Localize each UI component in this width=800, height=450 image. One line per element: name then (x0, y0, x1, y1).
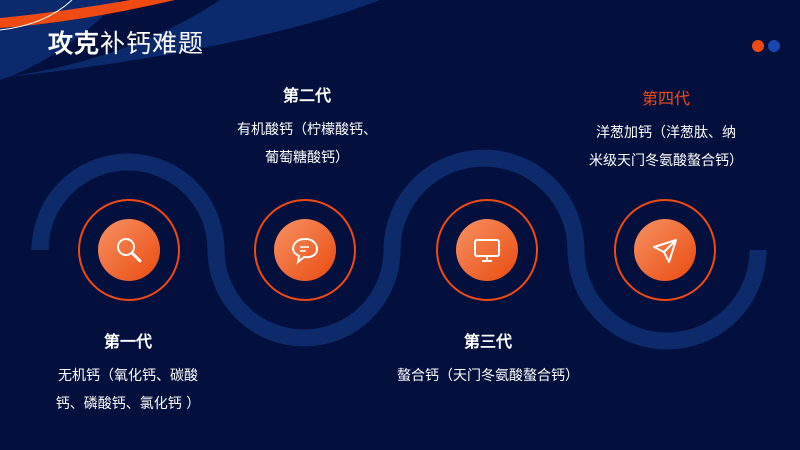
gen4-label: 第四代 (641, 89, 690, 108)
chat-bubble-icon (291, 237, 319, 265)
gen1-label: 第一代 (103, 332, 152, 351)
search-icon (117, 238, 142, 263)
gen3-label: 第三代 (463, 332, 512, 351)
gen2-label: 第二代 (282, 86, 331, 105)
gen4-text: 第四代 洋葱加钙（洋葱肽、纳米级天门冬氨酸螯合钙） (566, 85, 766, 175)
gen4-desc-line2: 米级天门冬氨酸螯合钙） (589, 153, 743, 169)
gen2-node (254, 199, 356, 301)
gen3-text: 第三代 螯合钙（天门冬氨酸螯合钙） (368, 328, 608, 390)
corner-orange-stripe (0, 0, 175, 28)
decorative-dots (752, 40, 780, 52)
gen1-text: 第一代 无机钙（氧化钙、碳酸钙、磷酸钙、氯化钙 ） (28, 328, 228, 418)
gen1-desc-line2: 钙、磷酸钙、氯化钙 ） (55, 396, 201, 412)
gen2-text: 第二代 有机酸钙（柠檬酸钙、葡萄糖酸钙） (207, 82, 407, 172)
gen4-node (614, 199, 716, 301)
gen2-desc-line1: 有机酸钙（柠檬酸钙、 (237, 122, 377, 138)
orange-dot (752, 40, 764, 52)
blue-dot (768, 40, 780, 52)
paper-plane-icon (653, 239, 677, 263)
gen3-desc-line1: 螯合钙（天门冬氨酸螯合钙） (397, 368, 579, 384)
gen4-desc-line1: 洋葱加钙（洋葱肽、纳 (596, 125, 736, 141)
corner-white-line (0, 0, 73, 31)
gen1-node (78, 199, 180, 301)
monitor-icon (474, 239, 500, 262)
gen1-desc-line1: 无机钙（氧化钙、碳酸 (58, 368, 198, 384)
page-title: 攻克补钙难题 (48, 29, 205, 58)
wave-path (31, 149, 767, 350)
corner-wave (0, 0, 380, 78)
gen3-node (436, 199, 538, 301)
gen2-desc-line2: 葡萄糖酸钙） (265, 150, 349, 166)
